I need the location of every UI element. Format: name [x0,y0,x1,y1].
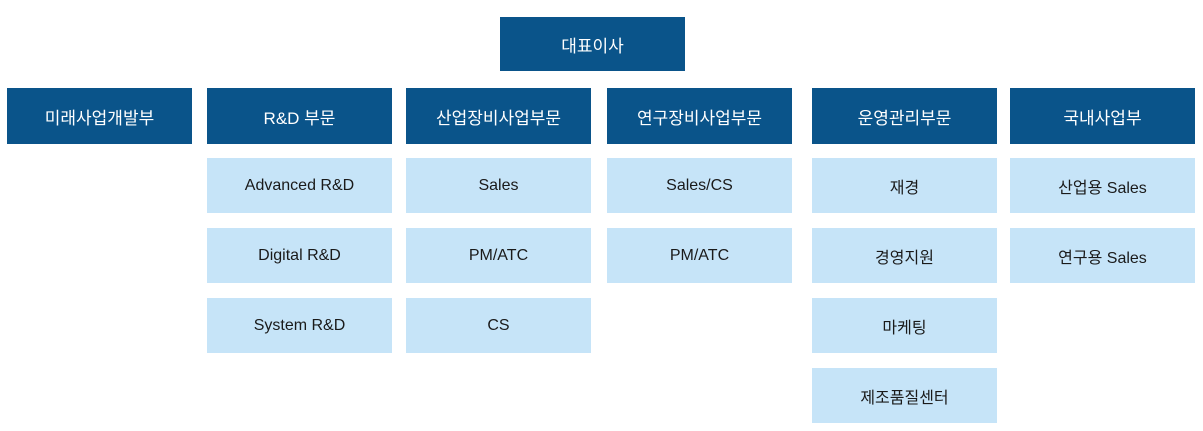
org-node-industrial-pm-atc: PM/ATC [406,228,591,283]
org-node-industrial-equipment-division: 산업장비사업부문 [406,88,591,144]
org-node-industrial-sales-team: Sales [406,158,591,213]
org-node-marketing: 마케팅 [812,298,997,353]
org-node-rnd-division: R&D 부문 [207,88,392,144]
org-node-management-support: 경영지원 [812,228,997,283]
org-node-industrial-use-sales: 산업용 Sales [1010,158,1195,213]
org-node-research-use-sales: 연구용 Sales [1010,228,1195,283]
org-node-industrial-cs: CS [406,298,591,353]
org-node-research-sales-cs: Sales/CS [607,158,792,213]
org-node-advanced-rnd: Advanced R&D [207,158,392,213]
org-node-manufacturing-quality-center: 제조품질센터 [812,368,997,423]
org-node-system-rnd: System R&D [207,298,392,353]
org-node-research-pm-atc: PM/ATC [607,228,792,283]
org-node-research-equipment-division: 연구장비사업부문 [607,88,792,144]
org-node-operations-management-division: 운영관리부문 [812,88,997,144]
org-node-domestic-business-division: 국내사업부 [1010,88,1195,144]
org-node-finance: 재경 [812,158,997,213]
org-node-ceo: 대표이사 [500,17,685,71]
org-node-digital-rnd: Digital R&D [207,228,392,283]
org-node-future-business-dev-dept: 미래사업개발부 [7,88,192,144]
